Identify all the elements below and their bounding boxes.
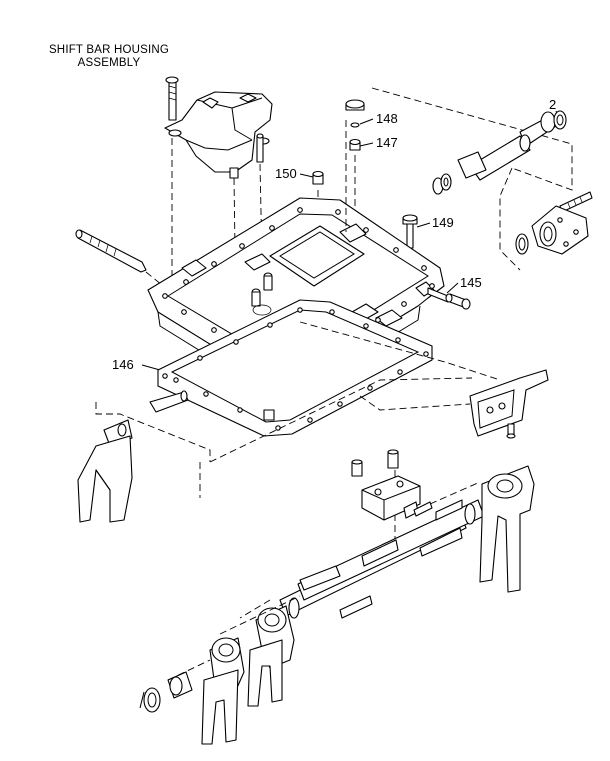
callout-150: 150 xyxy=(275,166,297,181)
callout-147: 147 xyxy=(376,135,398,150)
lower-shift-rail-assembly xyxy=(279,499,485,619)
right-shift-fork xyxy=(479,465,535,593)
right-shaft-assembly xyxy=(432,110,567,195)
left-pin xyxy=(75,229,163,286)
top-cover-assembly xyxy=(164,76,273,179)
lower-left-shift-forks xyxy=(139,605,295,745)
callout-2: 2 xyxy=(549,97,556,112)
dashed-reference-lines xyxy=(95,87,573,498)
left-shift-fork xyxy=(77,390,189,523)
part-148-147-bolt-washer xyxy=(345,99,365,151)
lower-dashed-guides xyxy=(167,481,481,681)
title-line-1: SHIFT BAR HOUSING xyxy=(48,44,170,56)
part-146-gasket xyxy=(157,299,433,437)
part-150-plug xyxy=(312,170,324,185)
center-block-assembly xyxy=(351,449,433,521)
right-flange-assembly xyxy=(515,191,593,255)
title-line-2: ASSEMBLY xyxy=(77,57,141,69)
callout-149: 149 xyxy=(432,215,454,230)
callout-146: 146 xyxy=(112,357,134,372)
callout-145: 145 xyxy=(460,275,482,290)
callout-148: 148 xyxy=(376,111,398,126)
part-145-plug xyxy=(427,287,471,310)
right-bracket xyxy=(469,369,549,439)
part-149-bolt xyxy=(402,214,418,249)
diagram-title: SHIFT BAR HOUSING ASSEMBLY xyxy=(34,44,184,70)
